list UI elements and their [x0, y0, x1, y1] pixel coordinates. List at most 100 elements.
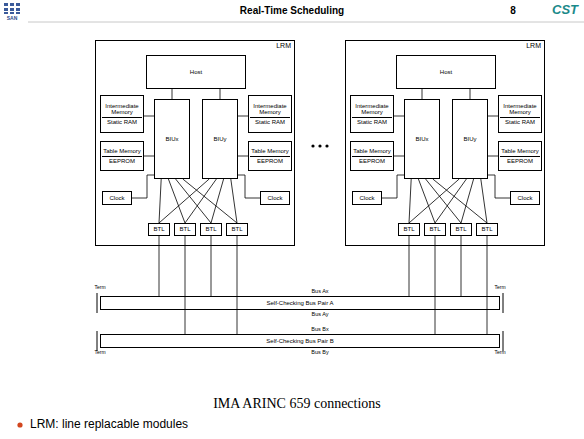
btl-box: BTL: [398, 223, 420, 236]
terminator-label: Term: [494, 350, 505, 356]
terminator: [97, 293, 98, 313]
node-label: Clock: [359, 195, 374, 202]
node-label: Clock: [517, 195, 532, 202]
terminator: [503, 293, 504, 313]
bus-wire: [426, 179, 461, 223]
btl-box: BTL: [200, 223, 222, 236]
bus-wire: [231, 179, 237, 223]
clock-box: Clock: [102, 191, 132, 205]
node-label: Self-Checking Bus Pair A: [266, 300, 333, 307]
logo-cell: [4, 8, 8, 11]
figure-caption: IMA ARINC 659 connections: [213, 396, 381, 411]
lrm-module: LRMHostIntermediate MemoryStatic RAMInte…: [95, 40, 295, 246]
bus-name: Bus By: [311, 349, 328, 355]
node-label: BIUy: [463, 136, 476, 143]
logo-cell: [4, 3, 8, 6]
bus-wire: [488, 116, 498, 117]
bus-wire: [394, 156, 404, 157]
slide-title: Real-Time Scheduling: [240, 5, 344, 16]
node-label: BTL: [455, 226, 466, 233]
host-box: Host: [146, 55, 246, 89]
node-label: Static RAM: [102, 117, 142, 126]
biu-box: BIUy: [452, 99, 488, 179]
logo-cell: [4, 12, 8, 14]
bus-name: Bus Ax: [311, 288, 328, 294]
bus-wire: [433, 179, 487, 223]
bus-wire: [132, 175, 154, 198]
btl-box: BTL: [174, 223, 196, 236]
node-label: Table Memory: [501, 148, 539, 155]
bus-wire: [461, 236, 462, 296]
node-label: Intermediate Memory: [250, 103, 290, 116]
logo-cell: [16, 8, 20, 11]
bus-wire: [211, 179, 224, 223]
node-label: Clock: [109, 195, 124, 202]
memory-box: Table MemoryEEPROM: [100, 141, 144, 171]
dot: [325, 144, 328, 147]
terminator-label: Term: [494, 285, 505, 291]
bullet-text: LRM: line replacable modules: [30, 418, 188, 432]
memory-box: Intermediate MemoryStatic RAM: [350, 95, 394, 133]
host-box: Host: [396, 55, 496, 89]
node-label: Table Memory: [103, 148, 141, 155]
node-label: EEPROM: [102, 156, 142, 165]
btl-box: BTL: [476, 223, 498, 236]
btl-box: BTL: [148, 223, 170, 236]
node-label: BIUx: [165, 136, 178, 143]
header-rule: [28, 22, 584, 23]
bus-wire: [238, 156, 248, 157]
node-label: LRM: [346, 42, 541, 50]
btl-box: BTL: [450, 223, 472, 236]
bus-terminators: [97, 293, 503, 351]
memory-box: Table MemoryEEPROM: [248, 141, 292, 171]
bus-wire: [172, 89, 173, 99]
logo-text: CST: [552, 3, 578, 17]
node-label: Intermediate Memory: [102, 103, 142, 116]
bus-wire: [488, 156, 498, 157]
terminator-label: Term: [94, 285, 105, 291]
terminator: [97, 331, 98, 351]
biu-box: BIUx: [154, 99, 190, 179]
bus-name: Bus Bx: [311, 326, 328, 332]
logo-cell: [16, 3, 20, 6]
node-label: BTL: [179, 226, 190, 233]
bus-wire: [488, 175, 510, 198]
bus-wire: [409, 179, 459, 223]
clock-box: Clock: [510, 191, 540, 205]
node-label: BTL: [205, 226, 216, 233]
lrm-module: LRMHostIntermediate MemoryStatic RAMInte…: [345, 40, 545, 246]
memory-box: Intermediate MemoryStatic RAM: [498, 95, 542, 133]
san-logo: [4, 3, 20, 14]
logo-text: SAN: [7, 16, 18, 22]
btl-box: BTL: [424, 223, 446, 236]
bus-pair-band: Self-Checking Bus Pair B: [100, 334, 500, 348]
node-label: Static RAM: [250, 117, 290, 126]
bus-wire: [144, 116, 154, 117]
node-label: EEPROM: [352, 156, 392, 165]
bus-wire: [481, 179, 487, 223]
bus-wire: [409, 179, 411, 223]
bus-wire: [159, 179, 161, 223]
bus-wire: [470, 89, 471, 99]
bus-wire: [487, 236, 488, 334]
bullet-dot: [17, 422, 22, 427]
node-label: BTL: [429, 226, 440, 233]
bus-wire: [394, 116, 404, 117]
bus-wire: [435, 236, 436, 334]
node-label: BTL: [403, 226, 414, 233]
terminator-label: Term: [94, 350, 105, 356]
memory-box: Table MemoryEEPROM: [350, 141, 394, 171]
btl-box: BTL: [226, 223, 248, 236]
logo-cell: [10, 8, 14, 11]
bus-wire: [176, 179, 211, 223]
node-label: Intermediate Memory: [352, 103, 392, 116]
dot: [318, 144, 321, 147]
biu-box: BIUy: [202, 99, 238, 179]
node-label: BTL: [153, 226, 164, 233]
logo-cell: [10, 3, 14, 6]
page-number: 8: [510, 5, 516, 16]
bus-wire: [185, 236, 186, 334]
ellipsis-dots: [311, 144, 328, 147]
